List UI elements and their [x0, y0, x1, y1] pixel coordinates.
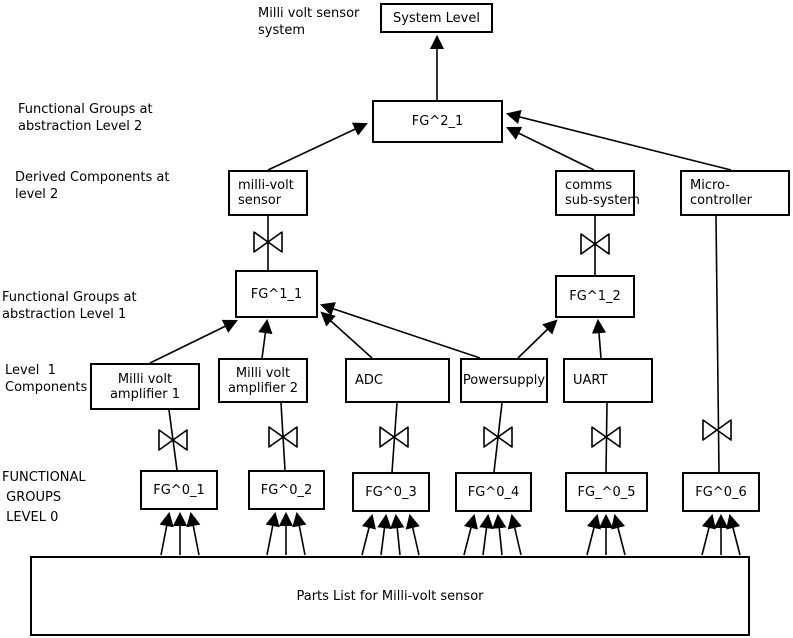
parts-arrow: [377, 513, 392, 556]
node-amp1: Milli volt amplifier 1: [90, 363, 200, 410]
edge-adc-to-fg11: [320, 311, 373, 359]
node-fg0-2: FG^0_2: [248, 470, 325, 510]
parts-arrow: [405, 513, 420, 556]
edge-amp2-to-fg11: [258, 318, 273, 359]
label-functional-groups-l1: Functional Groups at abstraction Level 1: [2, 290, 137, 322]
parts-list-arrows: [159, 511, 741, 556]
parts-arrow: [159, 511, 174, 556]
node-fg0-5: FG_^0_5: [565, 472, 648, 512]
parts-arrow: [292, 511, 307, 556]
edge-powersupply-to-fg12: [517, 319, 558, 359]
parts-arrow: [586, 513, 601, 556]
parts-arrow: [611, 513, 626, 556]
parts-arrow: [701, 513, 716, 556]
parts-arrow: [265, 511, 280, 556]
parts-arrow: [186, 511, 201, 556]
node-amp2: Milli volt amplifier 2: [218, 358, 308, 403]
label-diagram-title: Milli volt sensor system: [258, 6, 360, 38]
parts-arrow: [479, 513, 494, 556]
node-millivolt-sensor: milli-volt sensor: [228, 170, 308, 216]
node-uart: UART: [563, 358, 653, 403]
node-parts-list: Parts List for Milli-volt sensor: [30, 556, 750, 636]
bowtie-symbols: [158, 231, 732, 451]
parts-arrow: [726, 513, 741, 556]
edge-uart-to-fg12: [591, 318, 607, 359]
label-level1-components: Level 1 Components: [5, 363, 88, 395]
node-fg2-1: FG^2_1: [372, 100, 503, 143]
stem-micro-fg06: [715, 215, 720, 473]
parts-arrow: [463, 513, 478, 556]
node-fg0-3: FG^0_3: [352, 472, 430, 512]
bowtie-icon: [158, 429, 188, 451]
node-powersupply: Powersupply: [460, 358, 548, 403]
parts-arrow: [507, 513, 522, 556]
edge-powersupply-to-fg11: [319, 302, 481, 359]
edge-comms-to-fg2: [506, 126, 595, 171]
edge-amp1-to-fg11: [149, 319, 238, 364]
label-derived-components: Derived Components at level 2: [15, 170, 170, 202]
label-functional-groups-l2: Functional Groups at abstraction Level 2: [18, 102, 153, 134]
parts-arrow: [361, 513, 376, 556]
edge-micro-to-fg2: [505, 109, 732, 171]
node-adc: ADC: [345, 358, 450, 403]
node-microcontroller: Micro- controller: [680, 170, 790, 216]
bowtie-icon: [702, 419, 732, 441]
node-comms-subsystem: comms sub-system: [555, 170, 640, 216]
parts-arrow: [492, 513, 507, 556]
edge-sensor-to-fg2: [267, 122, 368, 171]
node-fg0-1: FG^0_1: [140, 470, 218, 510]
parts-arrow: [390, 513, 405, 556]
node-fg1-1: FG^1_1: [235, 270, 318, 318]
node-fg0-6: FG^0_6: [682, 472, 760, 512]
node-fg0-4: FG^0_4: [455, 472, 532, 512]
node-system-level: System Level: [380, 3, 493, 33]
label-functional-groups-l0: FUNCTIONAL GROUPS LEVEL 0: [2, 470, 86, 525]
node-fg1-2: FG^1_2: [555, 275, 635, 318]
